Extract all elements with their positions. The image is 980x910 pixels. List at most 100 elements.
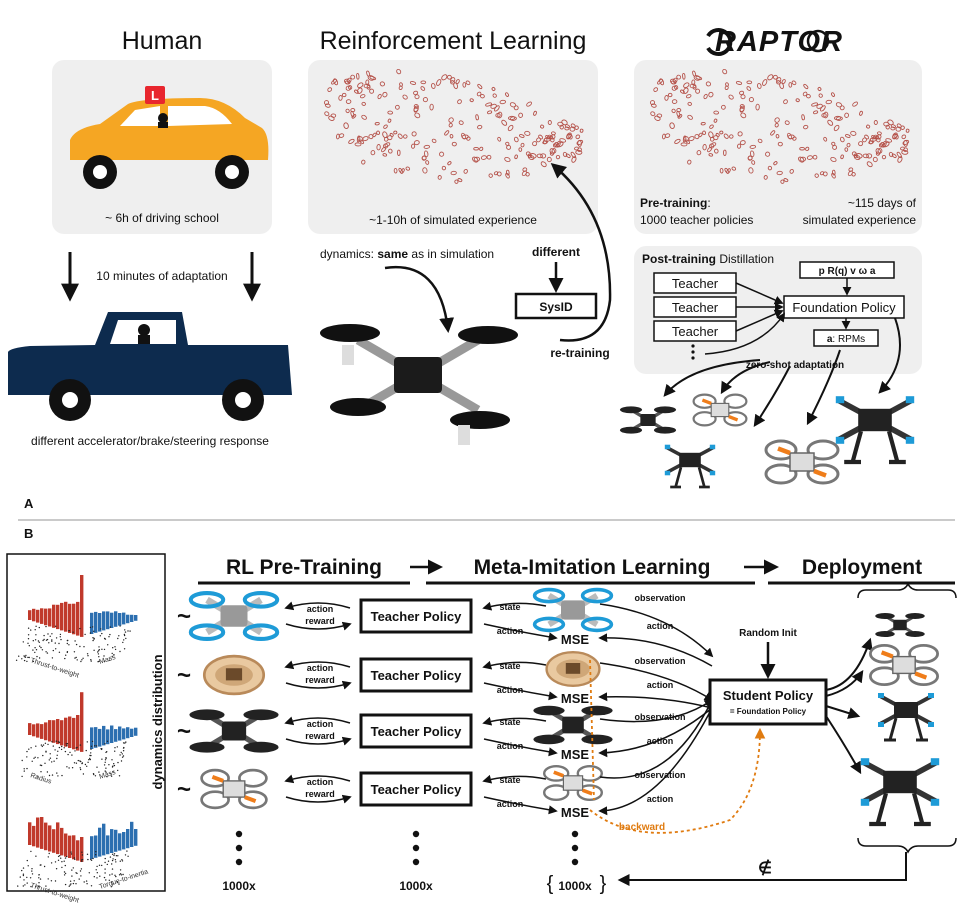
policy-glyph: [566, 133, 572, 140]
hist-sample: [124, 629, 126, 631]
policy-glyph: [463, 169, 468, 174]
policy-glyph: [845, 134, 851, 138]
policy-glyph: [833, 115, 842, 121]
hist-sample: [23, 659, 26, 662]
hist-sample: [121, 860, 124, 862]
policy-glyph: [536, 153, 543, 159]
policy-glyph: [477, 124, 483, 130]
policy-glyph: [812, 154, 818, 160]
policy-glyph: [579, 128, 584, 133]
policy-glyph: [397, 149, 401, 156]
hist-sample: [65, 654, 67, 656]
policy-glyph: [850, 130, 857, 136]
hist-sample: [110, 886, 113, 888]
hist-sample: [34, 629, 36, 631]
policy-glyph: [823, 136, 828, 142]
policy-glyph: [692, 70, 697, 77]
policy-glyph: [703, 93, 708, 100]
policy-glyph: [519, 134, 525, 138]
policy-glyph: [540, 124, 545, 129]
policy-glyph: [873, 120, 878, 125]
hist-sample: [26, 882, 28, 884]
observation-arrow: [599, 662, 714, 701]
policy-glyph: [772, 74, 778, 80]
policy-glyph: [462, 82, 467, 88]
hist-sample: [76, 659, 78, 661]
hist-sample: [23, 770, 25, 772]
hist-sample: [36, 655, 38, 658]
hist-sample: [47, 856, 49, 858]
policy-glyph: [748, 97, 754, 103]
hist-sample: [82, 773, 85, 775]
hist-sample: [104, 761, 106, 763]
teacher-policy-box: [359, 771, 473, 807]
hist-sample: [92, 626, 94, 628]
policy-glyph: [465, 80, 471, 86]
hist-sample: [112, 883, 114, 885]
hist-sample: [89, 626, 92, 629]
hist-sample: [81, 860, 83, 863]
hist-sample: [119, 873, 122, 875]
policy-glyph: [853, 153, 858, 158]
policy-glyph: [687, 159, 692, 165]
hist-bar-red: [80, 575, 84, 637]
hist-sample: [94, 775, 97, 777]
action-arrow: [284, 716, 351, 726]
policy-glyph: [723, 133, 729, 139]
hist-sample: [45, 625, 47, 628]
policy-glyph: [831, 92, 835, 97]
policy-glyph: [513, 136, 519, 143]
hist-sample: [40, 744, 43, 746]
policy-glyph: [526, 101, 533, 107]
hist-sample: [50, 880, 53, 882]
policy-glyph: [562, 151, 568, 158]
hist-sample: [111, 655, 113, 658]
hist-sample: [98, 649, 101, 651]
hist-sample: [72, 867, 75, 869]
policy-glyph: [487, 110, 493, 115]
brace-left: {: [547, 873, 554, 895]
hist-sample: [105, 771, 107, 773]
hist-sample: [127, 630, 129, 632]
policy-glyph: [799, 146, 805, 151]
policy-glyph: [395, 104, 400, 110]
policy-glyph: [776, 170, 783, 176]
hist-sample: [107, 860, 110, 862]
hist-sample: [15, 659, 18, 661]
hist-sample: [64, 857, 67, 859]
hist-sample: [83, 646, 85, 648]
policy-glyph: [708, 131, 714, 139]
reward-label: reward: [305, 616, 335, 626]
reward-label: reward: [305, 675, 335, 685]
policy-glyph: [559, 138, 567, 143]
hist-sample: [124, 631, 127, 633]
teacher-policy-label: Teacher Policy: [371, 609, 463, 624]
hist-sample: [63, 747, 65, 749]
policy-glyph: [723, 149, 727, 156]
policy-glyph: [492, 93, 497, 98]
hist-sample: [58, 642, 60, 645]
policy-glyph: [692, 84, 697, 90]
policy-glyph: [885, 124, 890, 130]
hist-sample: [93, 876, 96, 878]
teacher-action-arrow: [483, 682, 558, 701]
hist-sample: [45, 651, 47, 653]
hist-bar-red: [40, 724, 44, 739]
hist-sample: [48, 642, 50, 644]
dynamics-line: dynamics: same as in simulation: [320, 247, 494, 261]
hist-sample: [121, 753, 124, 755]
policy-glyph: [783, 99, 788, 105]
hist-sample: [116, 881, 119, 883]
reward-label: reward: [305, 731, 335, 741]
policy-glyph: [575, 150, 583, 155]
hist-sample: [61, 774, 63, 777]
hist-sample: [96, 872, 99, 874]
policy-glyph: [396, 68, 402, 75]
hist-sample: [51, 657, 54, 659]
policy-glyph: [902, 139, 910, 146]
hist-sample: [79, 870, 82, 872]
inputs-label: p R(q) v ω a: [819, 266, 876, 277]
student-action-label: action: [647, 621, 674, 631]
policy-glyph: [714, 148, 719, 154]
